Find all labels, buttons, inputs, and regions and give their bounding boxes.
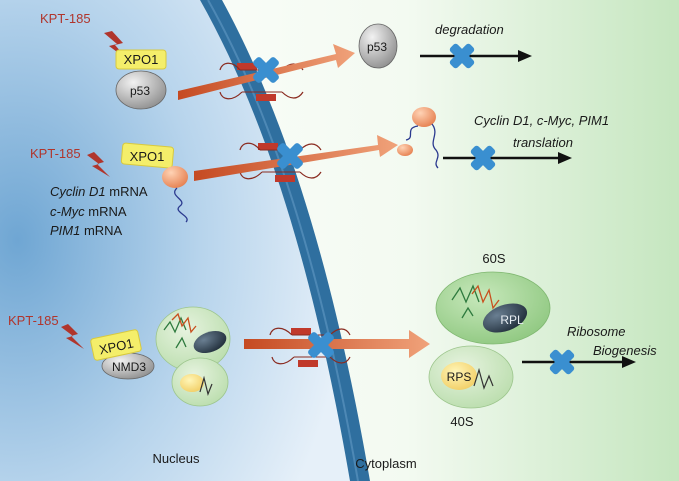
p53-protein-cytoplasmic <box>358 23 398 69</box>
mrna-strand-cytoplasmic <box>405 123 439 169</box>
p53-label-cytoplasmic: p53 <box>367 40 387 54</box>
degradation-arrow-head <box>518 50 532 62</box>
row1-p53-export: KPT-185 XPO1 p53 p53 degradation <box>40 11 532 110</box>
rrna-strand-orange <box>171 312 197 334</box>
rrna-strand-40s <box>199 375 213 396</box>
eif4e-fragment <box>397 144 413 156</box>
nucleus-area <box>0 0 350 481</box>
rps-protein <box>441 362 477 390</box>
rpl-protein <box>482 303 528 333</box>
nmd3-label: NMD3 <box>112 360 146 374</box>
p53-protein-nuclear <box>115 70 167 110</box>
rpl-label: RPL <box>500 313 524 327</box>
row3-ribosome-export: KPT-185 NMD3 XPO1 60S RPL <box>8 251 657 429</box>
block-x-icon <box>308 332 334 358</box>
drug-label: KPT-185 <box>30 146 81 161</box>
eif4e-protein-cytoplasmic <box>412 107 436 127</box>
p53-label-nuclear: p53 <box>130 84 150 98</box>
degradation-label: degradation <box>435 22 504 37</box>
biogenesis-arrow-head <box>622 356 636 368</box>
nucleus-label: Nucleus <box>153 451 200 466</box>
block-x-icon <box>277 143 303 169</box>
nuclear-envelope-highlight <box>207 0 359 481</box>
block-x-icon <box>449 43 475 69</box>
block-x-icon <box>470 145 496 171</box>
xpo1-label: XPO1 <box>98 336 135 358</box>
mrna-label-c-myc: c-Myc mRNA <box>50 204 127 219</box>
rrna-strand-green <box>163 316 187 349</box>
xpo1-protein <box>120 142 175 169</box>
mrna-strand <box>174 187 188 223</box>
block-x-icon <box>549 349 575 375</box>
xpo1-protein <box>115 49 167 70</box>
row2-mrna-export: KPT-185 XPO1 Cyclin D1 mRNA c-Myc mRNA P… <box>30 107 609 238</box>
nuclear-envelope <box>200 0 370 481</box>
xpo1-label: XPO1 <box>130 149 165 164</box>
drug-label: KPT-185 <box>8 313 59 328</box>
lightning-bolt-icon <box>87 152 110 177</box>
rps-label: RPS <box>447 370 472 384</box>
lightning-bolt-icon <box>61 324 84 349</box>
cytoplasm-label: Cytoplasm <box>355 456 416 471</box>
rrna-strand-orange <box>471 284 500 310</box>
xpo1-protein <box>90 329 142 361</box>
40s-label: 40S <box>450 414 473 429</box>
mrna-label-pim1: PIM1 mRNA <box>50 223 123 238</box>
biogenesis-label: Biogenesis <box>593 343 657 358</box>
rrna-strand-green <box>451 284 480 319</box>
export-arrow-3 <box>244 330 430 358</box>
lightning-bolt-icon <box>104 31 128 60</box>
translation-targets-label: Cyclin D1, c-Myc, PIM1 <box>474 113 609 128</box>
translation-label: translation <box>513 135 573 150</box>
mrna-label-cyclin-d1: Cyclin D1 mRNA <box>50 184 148 199</box>
translation-arrow-head <box>558 152 572 164</box>
eif4e-protein <box>162 166 188 188</box>
rrna-strand-40s <box>473 367 494 390</box>
rps-protein-nuclear <box>180 374 204 392</box>
ribosome-label: Ribosome <box>567 324 626 339</box>
xpo1-label: XPO1 <box>124 52 159 67</box>
60s-label: 60S <box>482 251 505 266</box>
drug-label: KPT-185 <box>40 11 91 26</box>
rpl-protein-nuclear <box>193 330 227 354</box>
block-x-icon <box>253 57 279 83</box>
